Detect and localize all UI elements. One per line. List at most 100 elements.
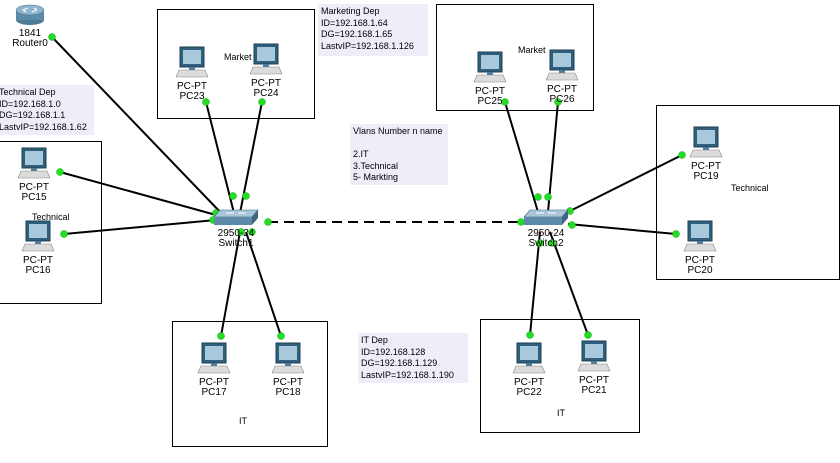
switch2-name: Switch2 [528, 238, 564, 249]
pc-type: PC-PT [691, 161, 721, 172]
pc20[interactable]: PC-PT PC20 [678, 219, 722, 276]
pc15[interactable]: PC-PT PC15 [12, 146, 56, 203]
pc21[interactable]: PC-PT PC21 [572, 339, 616, 396]
note-line: 3.Technical [353, 160, 399, 171]
pc-icon [175, 46, 209, 78]
vlans-note: Vlans Number n name 2.IT 3.Technical 5- … [350, 124, 448, 185]
note-line: DG=192.168.1.65 [321, 29, 393, 39]
pc24[interactable]: PC-PT PC24 [244, 42, 288, 99]
note-line: LastvIP=192.168.1.190 [361, 369, 454, 380]
pc17[interactable]: PC-PT PC17 [192, 341, 236, 398]
link-pc20-switch2 [567, 223, 677, 235]
technical-area-left [0, 141, 102, 304]
note-line: DG=192.168.1.129 [361, 358, 438, 368]
link-pc22-switch2 [529, 231, 541, 336]
link-pc15-switch1 [59, 171, 217, 216]
pc-type: PC-PT [514, 377, 544, 388]
note-line: ID=192.168.1.64 [321, 17, 388, 28]
pc-icon [577, 340, 611, 372]
note-line: 5- Markting [353, 172, 399, 182]
router-model: 1841 [18, 28, 42, 39]
pc19[interactable]: PC-PT PC19 [684, 125, 728, 182]
technical-dep-note: Technical Dep ID=192.168.1.0 DG=192.168.… [0, 85, 94, 135]
it-right-label: IT [557, 408, 565, 418]
pc-name: PC24 [253, 88, 279, 99]
technical-left-label: Technical [32, 212, 70, 222]
pc-type: PC-PT [579, 375, 609, 386]
pc-type: PC-PT [23, 255, 53, 266]
pc-name: PC20 [687, 265, 713, 276]
switch1-model: 2950-24 [217, 228, 255, 239]
note-line: ID=192.168.1.0 [0, 98, 61, 109]
note-line [353, 138, 445, 150]
pc-type: PC-PT [251, 78, 281, 89]
pc-type: PC-PT [199, 377, 229, 388]
pc-name: PC26 [549, 94, 575, 105]
pc-icon [271, 342, 305, 374]
note-title: Vlans Number n name [353, 126, 443, 136]
link-pc21-switch2 [549, 231, 589, 336]
pc18[interactable]: PC-PT PC18 [266, 341, 310, 398]
switch2-model: 2950-24 [527, 228, 565, 239]
marketing-left-label: Market [224, 52, 252, 62]
pc-name: PC23 [179, 91, 205, 102]
pc-name: PC22 [516, 387, 542, 398]
pc-name: PC19 [693, 171, 719, 182]
pc-name: PC17 [201, 387, 227, 398]
port-indicators [48, 33, 686, 340]
note-line: LastvIP=192.168.1.126 [321, 40, 414, 51]
link-pc17-switch1 [220, 231, 241, 337]
pc-icon [21, 220, 55, 252]
pc-icon [512, 342, 546, 374]
pc22[interactable]: PC-PT PC22 [507, 341, 551, 398]
pc-name: PC21 [581, 385, 607, 396]
router0[interactable]: 1841 Router0 [10, 2, 50, 49]
pc-type: PC-PT [273, 377, 303, 388]
technical-right-label: Technical [731, 183, 769, 193]
router-name: Router0 [12, 38, 48, 49]
pc-icon [689, 126, 723, 158]
note-line: ID=192.168.128 [361, 346, 426, 357]
pc-icon [683, 220, 717, 252]
it-area-left [172, 321, 328, 447]
pc-icon [249, 43, 283, 75]
pc-name: PC18 [275, 387, 301, 398]
note-line: 2.IT [353, 149, 369, 159]
pc-name: PC25 [477, 96, 503, 107]
link-pc16-switch1 [63, 219, 217, 235]
pc25[interactable]: PC-PT PC25 [468, 50, 512, 107]
pc-type: PC-PT [547, 84, 577, 95]
switch1[interactable]: 2950-24 Switch1 [208, 208, 264, 249]
link-pc23-switch1 [205, 101, 235, 214]
note-title: Technical Dep [0, 87, 56, 97]
link-router0-switch1 [51, 36, 225, 217]
switch-icon [213, 209, 259, 225]
marketing-dep-note: Marketing Dep ID=192.168.1.64 DG=192.168… [318, 4, 428, 56]
pc-name: PC16 [25, 265, 51, 276]
link-pc19-switch2 [567, 154, 683, 213]
pc-type: PC-PT [475, 86, 505, 97]
note-line: DG=192.168.1.1 [0, 110, 66, 120]
pc23[interactable]: PC-PT PC23 [170, 45, 214, 102]
pc-icon [17, 147, 51, 179]
it-area-right [480, 319, 640, 433]
pc-type: PC-PT [177, 81, 207, 92]
pc-icon [197, 342, 231, 374]
switch2[interactable]: 2950-24 Switch2 [518, 208, 574, 249]
pc-name: PC15 [21, 192, 47, 203]
note-title: Marketing Dep [321, 6, 380, 16]
pc-type: PC-PT [19, 182, 49, 193]
note-line: LastvIP=192.168.1.62 [0, 121, 87, 132]
switch1-name: Switch1 [218, 238, 254, 249]
pc26[interactable]: PC-PT PC26 [540, 48, 584, 105]
pc-icon [473, 51, 507, 83]
link-pc25-switch2 [504, 101, 539, 213]
it-dep-note: IT Dep ID=192.168.128 DG=192.168.1.129 L… [358, 333, 468, 383]
router-icon [15, 4, 45, 25]
it-left-label: IT [239, 416, 247, 426]
marketing-right-label: Market [518, 45, 546, 55]
link-pc18-switch1 [245, 231, 282, 337]
pc-type: PC-PT [685, 255, 715, 266]
pc16[interactable]: PC-PT PC16 [16, 219, 60, 276]
